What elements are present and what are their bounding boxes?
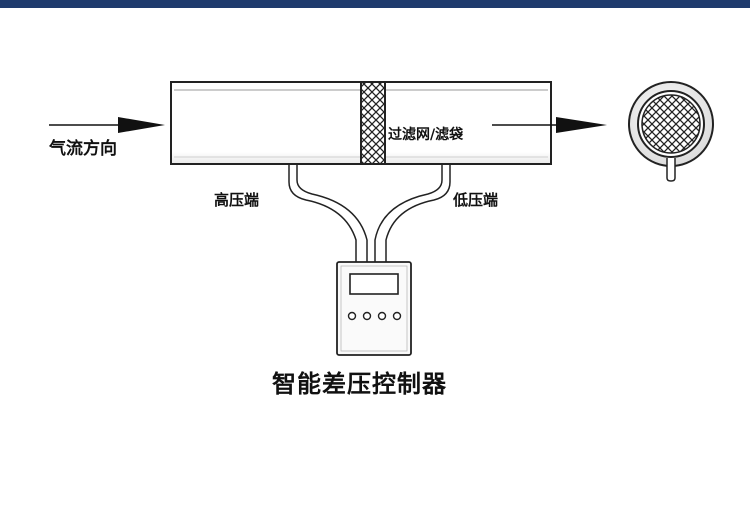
pressure-tubes (288, 164, 451, 264)
filter-label: 过滤网/滤袋 (386, 127, 466, 143)
air-flow-direction-label: 气流方向 (49, 139, 117, 159)
controller-button (347, 311, 357, 321)
controller-button (362, 311, 372, 321)
air-flow-arrow-icon (49, 117, 165, 133)
controller-title: 智能差压控制器 (272, 370, 447, 398)
low-pressure-label: 低压端 (453, 191, 499, 209)
controller-button (392, 311, 402, 321)
filter-mesh-icon (360, 81, 386, 165)
filter-bag-icon (628, 81, 714, 182)
top-banner-bar (0, 0, 750, 8)
controller-device (336, 261, 412, 356)
high-pressure-label: 高压端 (214, 191, 260, 209)
controller-display (349, 273, 399, 295)
controller-button (377, 311, 387, 321)
outlet-arrow-icon (492, 117, 607, 133)
